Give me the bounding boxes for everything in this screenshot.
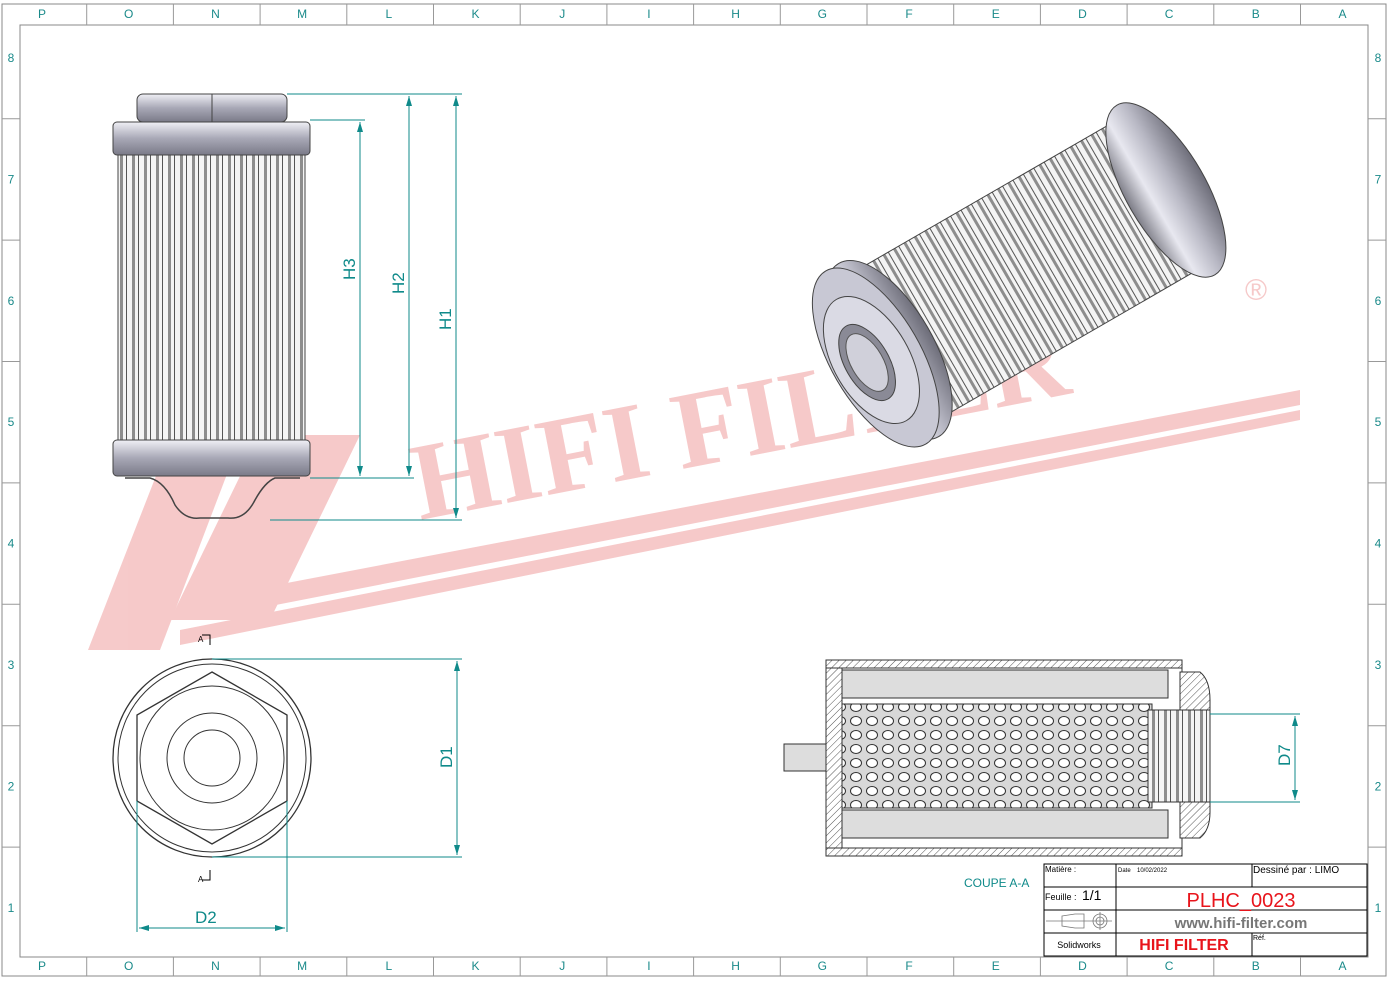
title-block: Matière : Date 10/02/2022 Dessiné par : … (1043, 863, 1368, 957)
front-view (112, 93, 311, 519)
zone-column-B: B (1252, 959, 1260, 973)
zone-column-A: A (1338, 7, 1346, 21)
zone-row-4: 4 (1375, 537, 1382, 551)
zone-column-O: O (124, 959, 133, 973)
zone-column-N: N (211, 959, 220, 973)
sheet-value: 1/1 (1082, 887, 1102, 903)
zone-row-2: 2 (1375, 779, 1382, 793)
zone-column-C: C (1165, 7, 1174, 21)
zone-row-1: 1 (8, 901, 15, 915)
zone-row-6: 6 (1375, 294, 1382, 308)
part-number: PLHC_0023 (1187, 890, 1296, 912)
zone-markers: P P O O N N M M L L K K J J I I H H G G F F E E D D C C B B A A 8 8 7 7 6 6 5 5… (2, 4, 1386, 976)
zone-column-K: K (471, 7, 479, 21)
zone-column-H: H (731, 7, 740, 21)
zone-row-8: 8 (1375, 51, 1382, 65)
watermark-registered: ® (1245, 274, 1267, 307)
zone-column-I: I (647, 7, 650, 21)
zone-row-3: 3 (1375, 658, 1382, 672)
ref-label: Réf. (1253, 935, 1266, 942)
zone-row-5: 5 (8, 415, 15, 429)
matiere-label: Matière : (1045, 865, 1076, 874)
zone-column-N: N (211, 7, 220, 21)
section-view (783, 659, 1211, 857)
zone-row-4: 4 (8, 537, 15, 551)
section-label: COUPE A-A (964, 876, 1029, 890)
drawn-by: Dessiné par : LIMO (1253, 865, 1339, 876)
top-dimensions (136, 658, 462, 932)
zone-row-5: 5 (1375, 415, 1382, 429)
zone-column-B: B (1252, 7, 1260, 21)
zone-column-O: O (124, 7, 133, 21)
zone-column-C: C (1165, 959, 1174, 973)
zone-column-D: D (1078, 7, 1087, 21)
zone-column-G: G (818, 959, 827, 973)
zone-column-I: I (647, 959, 650, 973)
dim-d7: D7 (1275, 744, 1294, 766)
zone-row-6: 6 (8, 294, 15, 308)
zone-column-J: J (559, 7, 565, 21)
dim-d1: D1 (437, 746, 456, 768)
zone-column-F: F (905, 959, 912, 973)
zone-column-L: L (385, 7, 392, 21)
zone-column-E: E (992, 7, 1000, 21)
dim-h1: H1 (436, 308, 455, 330)
section-marker-bottom: A (198, 875, 204, 884)
zone-column-K: K (471, 959, 479, 973)
zone-column-P: P (38, 959, 46, 973)
company-name: HIFI FILTER (1139, 937, 1229, 954)
zone-row-7: 7 (8, 172, 15, 186)
zone-row-7: 7 (1375, 172, 1382, 186)
zone-row-2: 2 (8, 779, 15, 793)
zone-column-L: L (385, 959, 392, 973)
date-label: Date (1118, 868, 1131, 874)
zone-column-H: H (731, 959, 740, 973)
zone-column-P: P (38, 7, 46, 21)
website: www.hifi-filter.com (1174, 915, 1308, 932)
section-dimensions (1210, 713, 1300, 803)
date-value: 10/02/2022 (1137, 868, 1168, 874)
zone-row-1: 1 (1375, 901, 1382, 915)
front-dimensions (270, 93, 462, 521)
zone-column-E: E (992, 959, 1000, 973)
zone-row-3: 3 (8, 658, 15, 672)
zone-row-8: 8 (8, 51, 15, 65)
dim-d2: D2 (195, 908, 217, 927)
zone-column-M: M (297, 959, 307, 973)
zone-column-A: A (1338, 959, 1346, 973)
software: Solidworks (1057, 940, 1101, 950)
projection-symbol-icon (1046, 912, 1112, 930)
zone-column-F: F (905, 7, 912, 21)
zone-column-J: J (559, 959, 565, 973)
zone-column-D: D (1078, 959, 1087, 973)
dim-h3: H3 (340, 258, 359, 280)
zone-column-G: G (818, 7, 827, 21)
isometric-view (811, 102, 1227, 448)
dim-h2: H2 (389, 272, 408, 294)
sheet-label: Feuille : (1045, 892, 1077, 902)
zone-column-M: M (297, 7, 307, 21)
section-marker-top: A (198, 635, 204, 644)
top-view (112, 634, 312, 881)
